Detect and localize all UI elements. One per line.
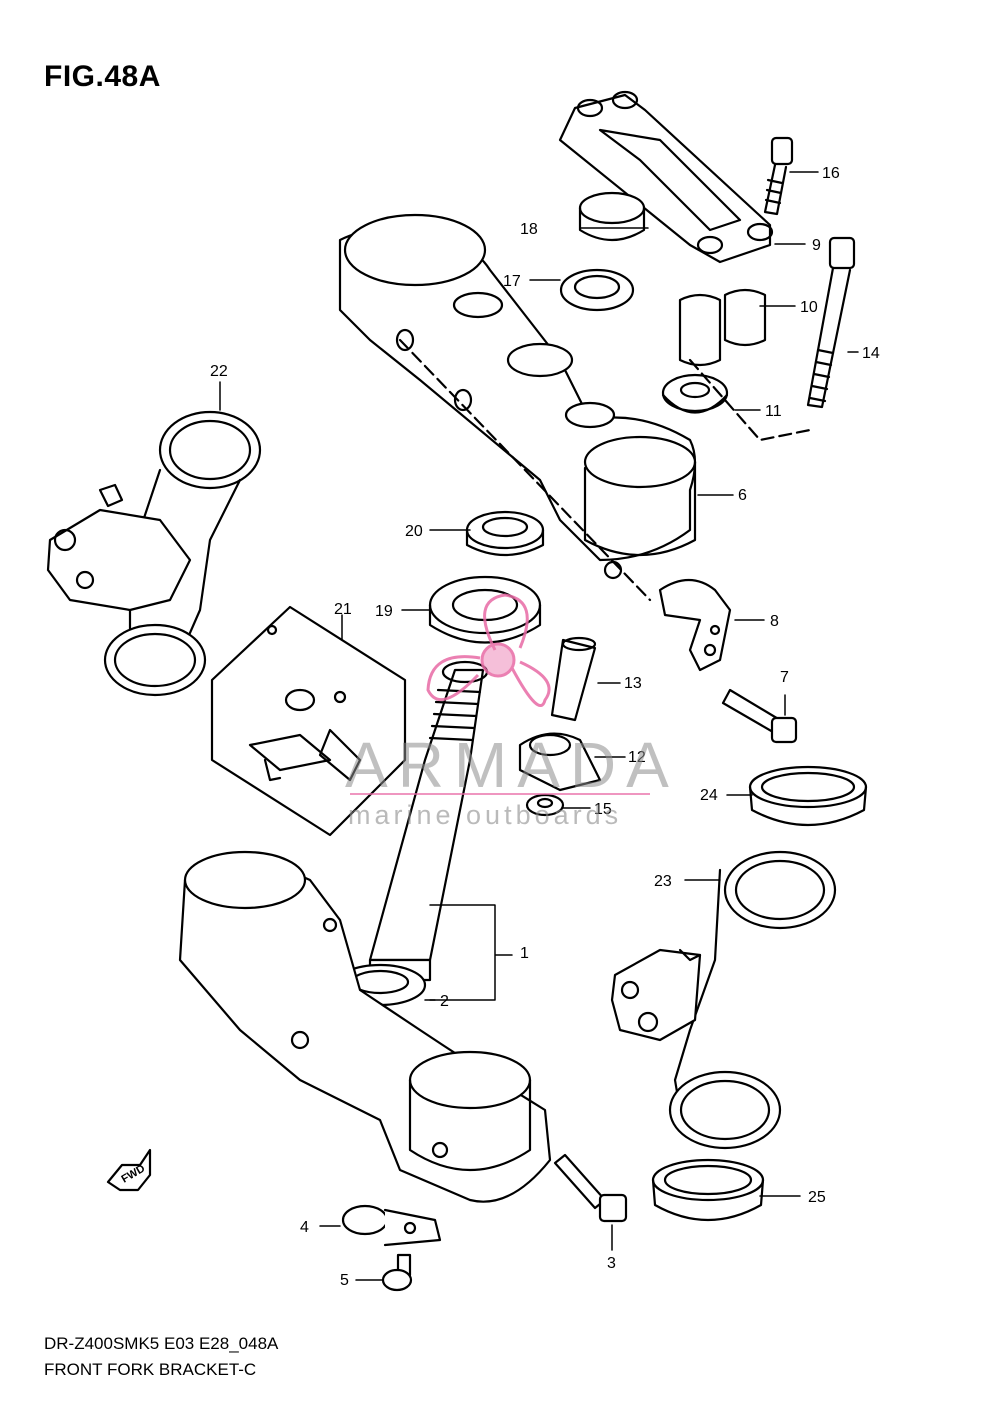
inset-21 bbox=[210, 605, 407, 837]
lower-fork-bracket bbox=[178, 850, 552, 1203]
callout-9: 9 bbox=[812, 237, 821, 254]
bolt-3 bbox=[553, 1153, 628, 1223]
callout-17: 17 bbox=[503, 273, 521, 290]
callout-1: 1 bbox=[520, 945, 529, 962]
handlebar-clamp-upper bbox=[558, 90, 774, 264]
callout-13: 13 bbox=[624, 675, 642, 692]
callout-2: 2 bbox=[440, 993, 449, 1010]
callout-18: 18 bbox=[520, 221, 538, 238]
callout-16: 16 bbox=[822, 165, 840, 182]
callout-20: 20 bbox=[405, 523, 423, 540]
part-group-name: FRONT FORK BRACKET-C bbox=[44, 1360, 257, 1379]
watermark-divider bbox=[350, 793, 650, 795]
callout-14: 14 bbox=[862, 345, 880, 362]
figure-title: FIG.48A bbox=[44, 60, 161, 93]
washer-17 bbox=[559, 268, 635, 312]
watermark-tagline: marine outboards bbox=[348, 800, 623, 830]
callout-15: 15 bbox=[594, 801, 612, 818]
holder-23 bbox=[610, 850, 837, 1150]
callout-10: 10 bbox=[800, 299, 818, 316]
forward-arrow-icon bbox=[106, 1148, 152, 1192]
bearing-19 bbox=[428, 575, 542, 644]
bolt-16 bbox=[763, 136, 794, 216]
cap-18 bbox=[578, 191, 646, 241]
callout-22: 22 bbox=[210, 363, 228, 380]
bolt-7 bbox=[721, 688, 798, 744]
upper-fork-bracket bbox=[338, 213, 697, 580]
callout-8: 8 bbox=[770, 613, 779, 630]
callout-19: 19 bbox=[375, 603, 393, 620]
pipe-13 bbox=[550, 636, 597, 722]
callout-5: 5 bbox=[340, 1272, 349, 1289]
watermark-brand: ARMADA bbox=[345, 729, 679, 801]
callout-23: 23 bbox=[654, 873, 672, 890]
callout-7: 7 bbox=[780, 669, 789, 686]
callout-25: 25 bbox=[808, 1189, 826, 1206]
bolt-14 bbox=[806, 236, 856, 409]
seal-24 bbox=[748, 765, 868, 827]
callout-11: 11 bbox=[765, 403, 782, 420]
nut-20 bbox=[465, 510, 545, 557]
assembly-centerline bbox=[398, 338, 812, 602]
callout-24: 24 bbox=[700, 787, 718, 804]
callout-21: 21 bbox=[334, 601, 352, 618]
seal-25 bbox=[651, 1158, 765, 1221]
cushion-11 bbox=[661, 373, 729, 414]
screw-5 bbox=[381, 1253, 413, 1292]
propeller-logo-icon bbox=[426, 593, 551, 707]
callout-3: 3 bbox=[607, 1255, 616, 1272]
leader-lines bbox=[219, 171, 859, 1281]
holder-22 bbox=[46, 410, 262, 697]
nut-15 bbox=[525, 793, 565, 817]
model-code: DR-Z400SMK5 E03 E28_048A bbox=[44, 1334, 279, 1353]
bracket-8 bbox=[658, 578, 732, 672]
callout-12: 12 bbox=[628, 749, 646, 766]
clamp-4 bbox=[341, 1204, 442, 1247]
spacer-10 bbox=[678, 288, 767, 367]
cover-12 bbox=[518, 732, 602, 792]
callout-6: 6 bbox=[738, 487, 747, 504]
callout-4: 4 bbox=[300, 1219, 309, 1236]
